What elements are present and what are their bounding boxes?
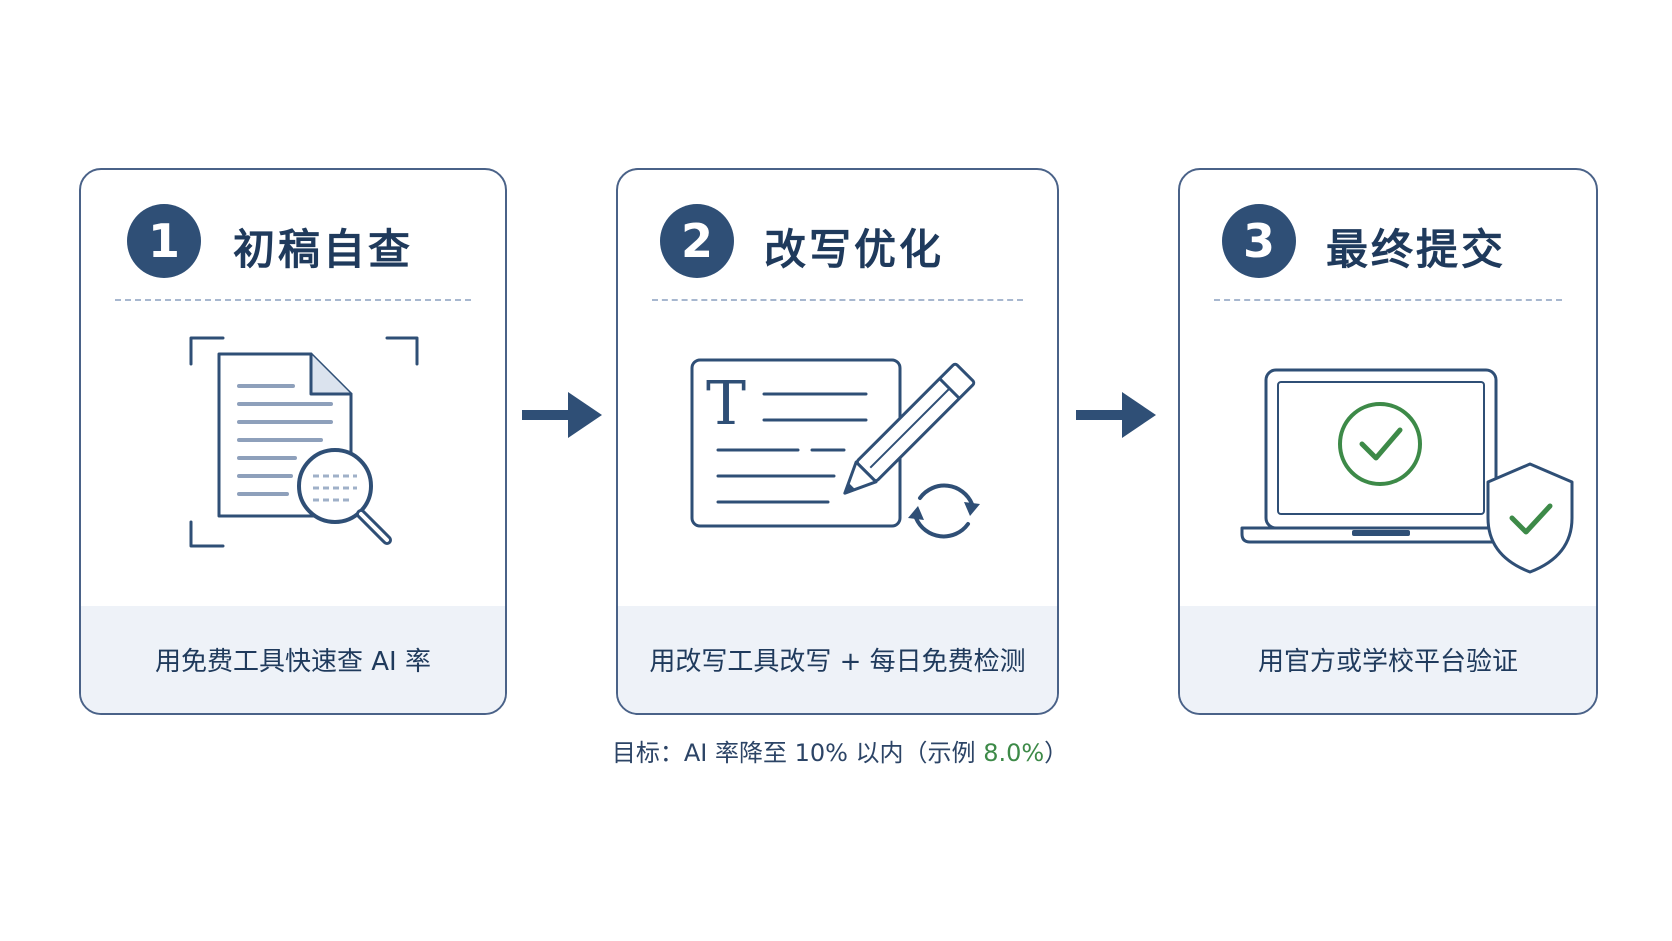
- header-divider: [115, 299, 471, 301]
- step-card-footer: 用免费工具快速查 AI 率: [81, 606, 505, 713]
- step-card-footer: 用官方或学校平台验证: [1180, 606, 1596, 713]
- step-number-badge: 3: [1222, 204, 1296, 278]
- step-description: 用免费工具快速查 AI 率: [155, 647, 431, 677]
- step-number-badge: 1: [127, 204, 201, 278]
- document-magnifier-icon: [81, 320, 505, 590]
- step-card-footer: 用改写工具改写 + 每日免费检测: [618, 606, 1057, 713]
- step-title: 初稿自查: [233, 225, 414, 274]
- step-card-3: 3 最终提交 用官方或学校平台验证: [1178, 168, 1598, 715]
- svg-text:T: T: [706, 369, 746, 439]
- step-card-header: 2 改写优化: [618, 170, 1057, 300]
- step-description: 用官方或学校平台验证: [1257, 647, 1518, 677]
- step-card-2: 2 改写优化 T: [616, 168, 1059, 715]
- step-title: 最终提交: [1326, 225, 1507, 274]
- step-title: 改写优化: [764, 225, 945, 274]
- step-card-header: 3 最终提交: [1180, 170, 1596, 300]
- step-card-header: 1 初稿自查: [81, 170, 505, 300]
- goal-suffix: ）: [1044, 739, 1069, 767]
- step-number-badge: 2: [660, 204, 734, 278]
- goal-caption: 目标：AI 率降至 10% 以内（示例 8.0%）: [540, 733, 1140, 768]
- step-description: 用改写工具改写 + 每日免费检测: [649, 647, 1026, 677]
- goal-prefix: 目标：AI 率降至 10% 以内（示例: [611, 739, 984, 767]
- header-divider: [652, 299, 1023, 301]
- arrow-right-icon: [1076, 392, 1156, 438]
- arrow-right-icon: [522, 392, 602, 438]
- step-card-1: 1 初稿自查: [79, 168, 507, 715]
- laptop-check-shield-icon: [1180, 320, 1596, 590]
- edit-text-pencil-icon: T: [618, 320, 1057, 590]
- goal-example-value: 8.0%: [983, 739, 1045, 767]
- header-divider: [1214, 299, 1562, 301]
